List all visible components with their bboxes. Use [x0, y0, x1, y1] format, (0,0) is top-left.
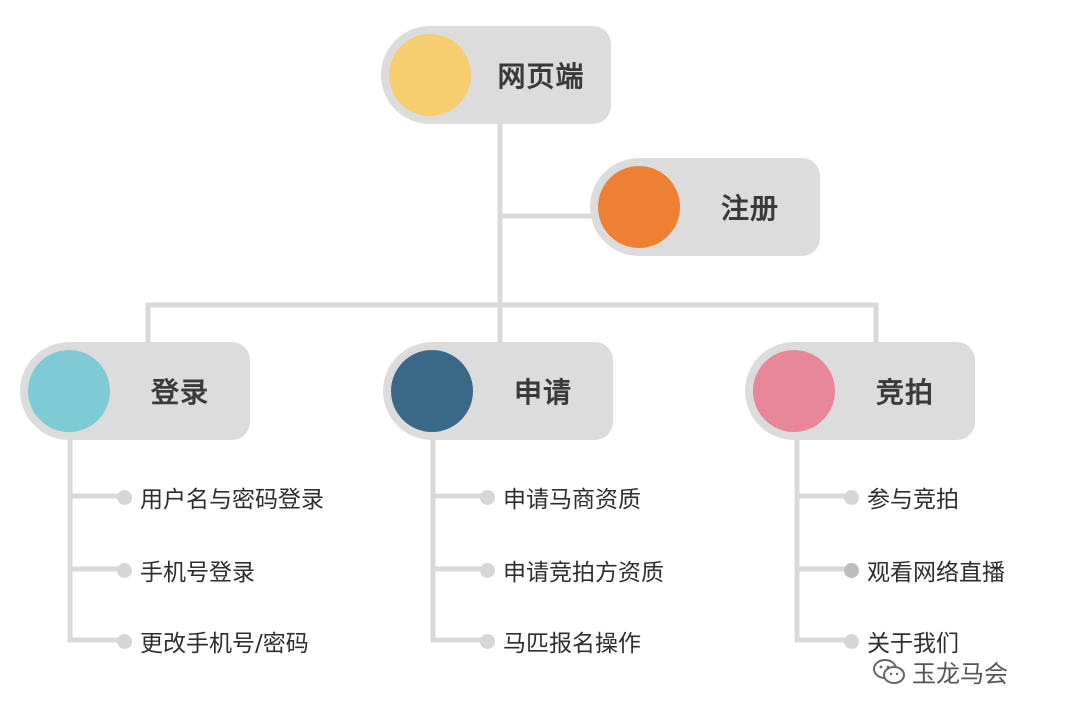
watermark-text: 玉龙马会	[912, 660, 1008, 688]
list-item-label: 更改手机号/密码	[140, 631, 309, 657]
list-item: 更改手机号/密码	[117, 624, 309, 658]
list-item-label: 用户名与密码登录	[140, 487, 324, 513]
list-item: 马匹报名操作	[480, 624, 641, 658]
apply-label: 申请	[513, 376, 572, 409]
bullet-dot	[480, 562, 495, 578]
root-label: 网页端	[497, 60, 585, 93]
list-item-label: 马匹报名操作	[503, 631, 641, 657]
bullet-dot	[844, 633, 859, 649]
list-item: 观看网络直播	[844, 553, 1005, 587]
login-circle	[28, 350, 110, 432]
login-node: 登录	[20, 342, 250, 440]
list-item-label: 申请竞拍方资质	[503, 560, 664, 586]
list-item-label: 参与竞拍	[867, 487, 959, 513]
list-item-label: 关于我们	[867, 631, 959, 657]
bullet-dot	[117, 562, 132, 578]
bullet-dot	[117, 633, 132, 649]
bullet-dot	[480, 633, 495, 649]
list-item: 申请马商资质	[480, 480, 641, 514]
root-node: 网页端	[381, 26, 611, 124]
bid-label: 竞拍	[875, 376, 934, 409]
list-item: 用户名与密码登录	[117, 480, 324, 514]
bullet-dot	[844, 562, 859, 578]
watermark: 玉龙马会	[872, 654, 1008, 689]
login-label: 登录	[150, 376, 209, 409]
apply-circle	[391, 350, 473, 432]
bullet-dot	[844, 489, 859, 505]
list-item: 关于我们	[844, 624, 959, 658]
wechat-icon	[873, 658, 905, 684]
list-item: 手机号登录	[117, 553, 255, 587]
register-node: 注册	[590, 158, 820, 256]
bullet-dot	[117, 489, 132, 505]
root-circle	[389, 34, 471, 116]
list-item: 参与竞拍	[844, 480, 959, 514]
list-item-label: 观看网络直播	[867, 560, 1005, 586]
bid-circle	[753, 350, 835, 432]
apply-node: 申请	[383, 342, 613, 440]
register-circle	[598, 166, 680, 248]
bid-node: 竞拍	[745, 342, 975, 440]
list-item-label: 手机号登录	[140, 560, 255, 586]
list-item: 申请竞拍方资质	[480, 553, 664, 587]
bullet-dot	[480, 489, 495, 505]
register-label: 注册	[720, 192, 779, 225]
list-item-label: 申请马商资质	[503, 487, 641, 513]
